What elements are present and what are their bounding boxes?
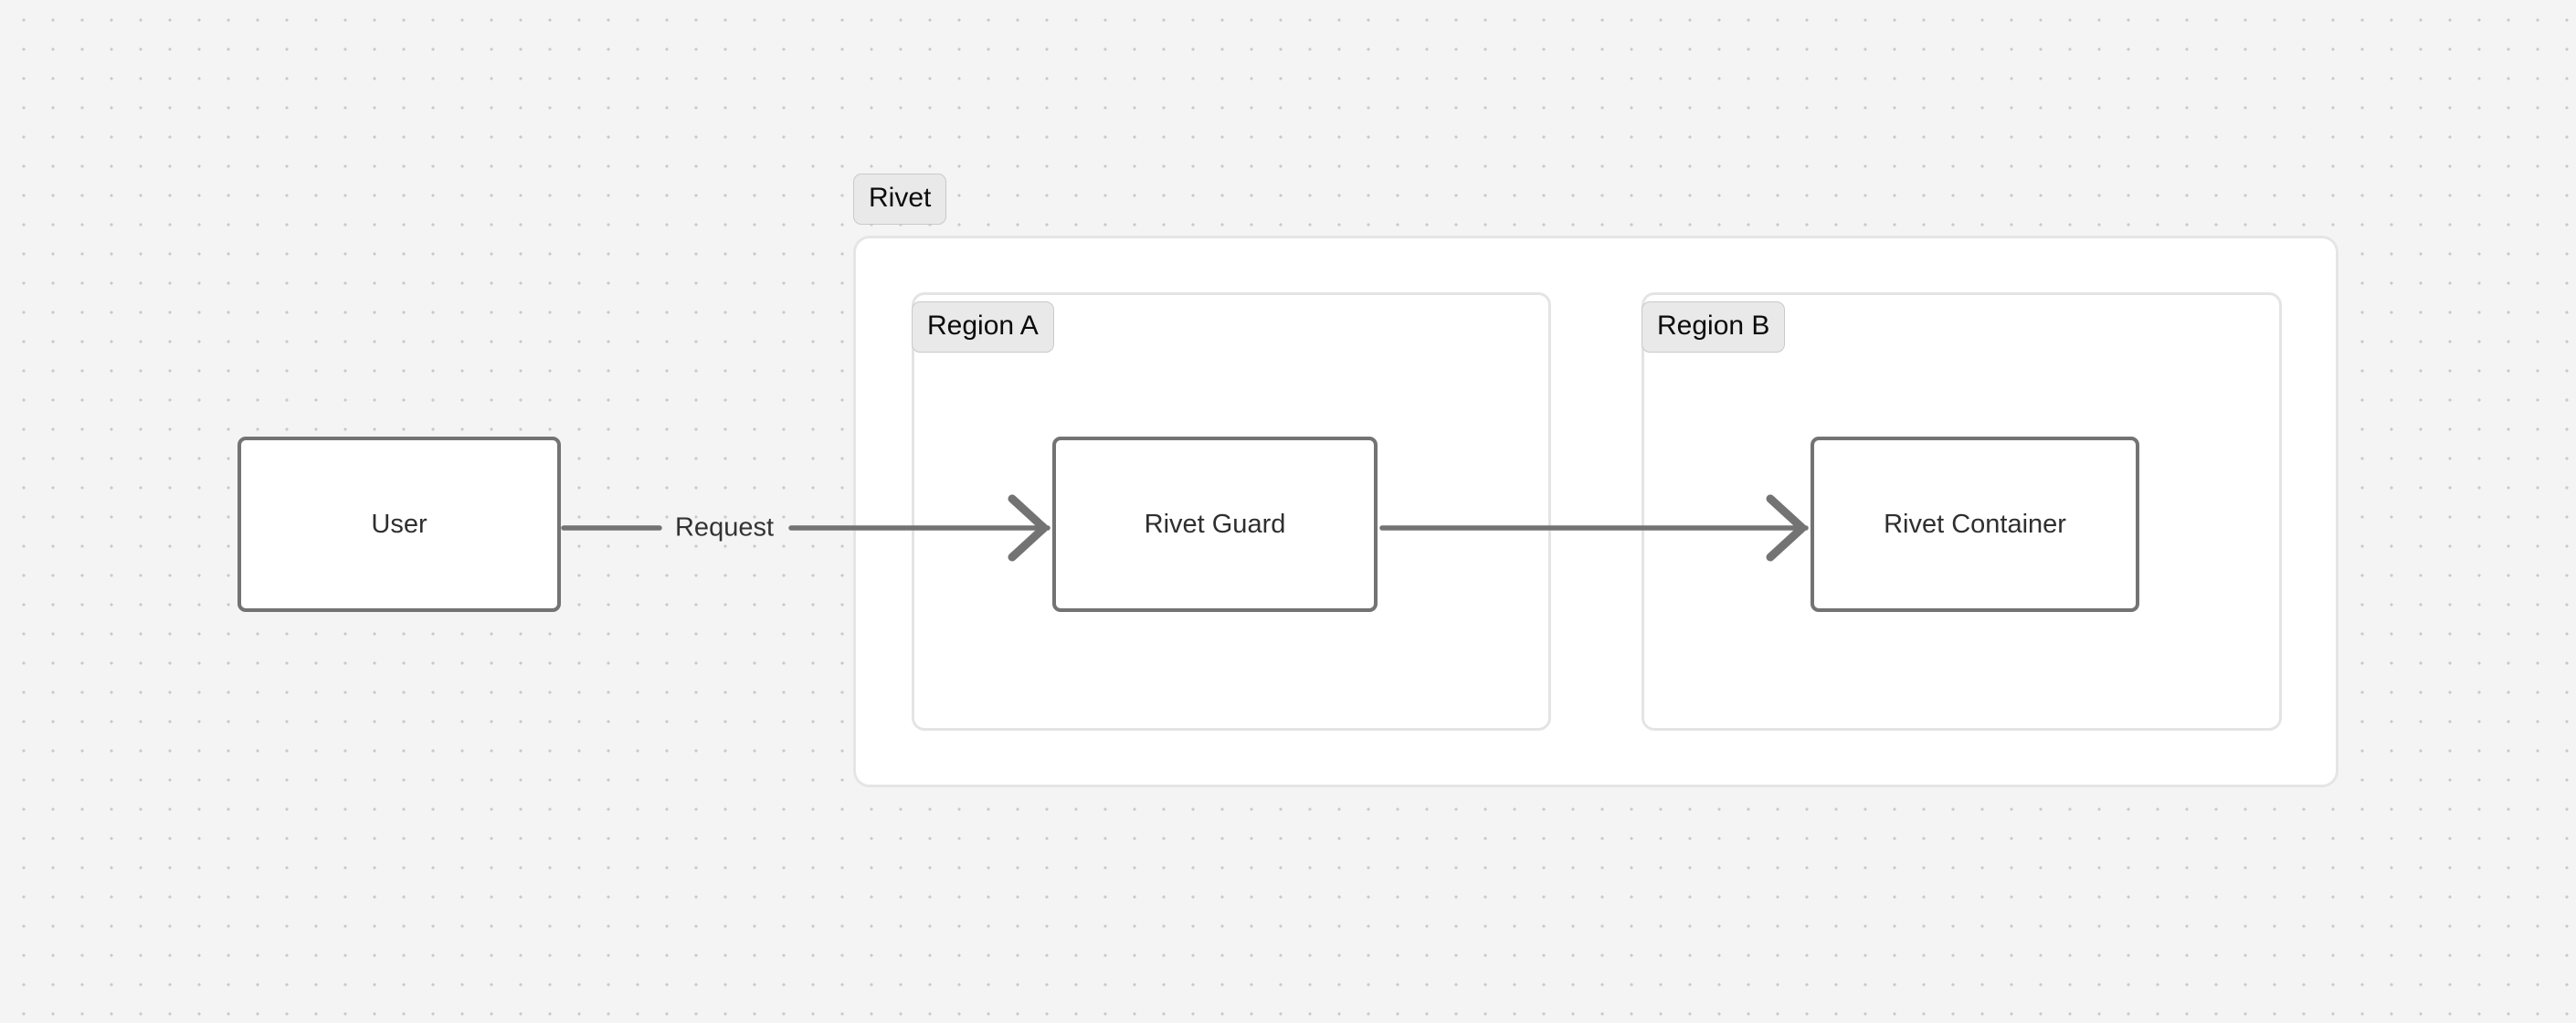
edge-label-request: Request	[674, 512, 775, 543]
cluster-label-region-a: Region A	[912, 301, 1054, 353]
node-user[interactable]: User	[238, 437, 561, 612]
node-label-user: User	[371, 509, 428, 539]
node-rivet-guard[interactable]: Rivet Guard	[1052, 437, 1378, 612]
cluster-label-region-b: Region B	[1642, 301, 1786, 353]
cluster-label-rivet: Rivet	[853, 174, 947, 225]
node-rivet-container[interactable]: Rivet Container	[1811, 437, 2139, 612]
node-label-rivet-guard: Rivet Guard	[1144, 509, 1286, 539]
node-label-rivet-container: Rivet Container	[1884, 509, 2066, 539]
